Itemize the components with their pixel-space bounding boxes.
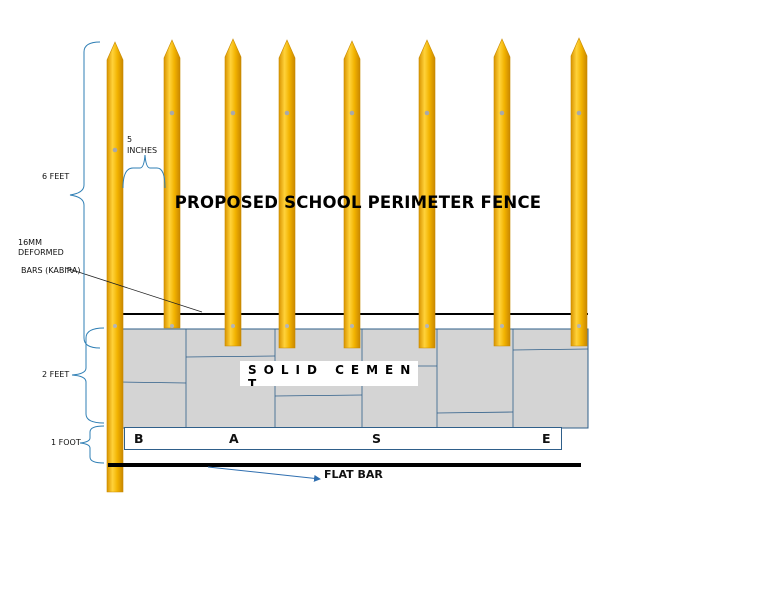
base-letter-b: B [134,431,144,446]
bar-bolt-2 [169,110,175,116]
diagram-title: PROPOSED SCHOOL PERIMETER FENCE [174,193,542,212]
six-feet-label: 6 FEET [42,172,70,181]
fence-bars [106,37,588,493]
fence-bar-8 [570,37,588,347]
bar-rail-bolt-8 [577,324,581,328]
base-letter-e: E [542,431,551,446]
bar-rail-bolt-4 [285,324,289,328]
bars-leader-line [65,267,203,313]
bar-rail-bolt-6 [425,324,429,328]
brace-six-feet [69,41,101,349]
block-joints [119,329,589,428]
bars-label-line2: DEFORMED [18,248,64,257]
fence-bar-4 [278,39,296,349]
bar-rail-bolt-2 [170,324,174,328]
fence-bar-2 [163,39,181,329]
brace-two-feet [71,327,105,424]
solid-cement-label: SOLID CEMENT [248,363,418,386]
bar-bolt-6 [424,110,430,116]
bars-label-line3: BARS (KABIRA) [21,266,81,275]
flat-bar-label: FLAT BAR [324,468,383,481]
fence-bar-5 [343,40,361,349]
bar-rail-bolt-7 [500,324,504,328]
solid-cement-box: SOLID CEMENT [240,361,418,386]
bar-bolt-5 [349,110,355,116]
bar-bolt-8 [576,110,582,116]
brace-one-foot [79,425,105,464]
bar-bolt-1 [112,147,118,153]
bar-rail-bolt-3 [231,324,235,328]
one-foot-label: 1 FOOT [51,438,81,447]
base-letter-s: S [372,431,382,446]
five-label: 5 [127,135,133,144]
bars-label-line1: 16MM [18,238,42,247]
bar-bolt-3 [230,110,236,116]
fence-bar-7 [493,38,511,347]
bar-bolt-7 [499,110,505,116]
bar-bolt-4 [284,110,290,116]
flatbar-arrow [207,466,321,482]
inches-label: INCHES [127,146,158,155]
brace-five-inches [122,154,166,189]
base-strip: B A S E [124,427,562,450]
bar-rail-bolt-1 [113,324,117,328]
fence-bar-3 [224,38,242,347]
base-letter-a: A [229,431,239,446]
two-feet-label: 2 FEET [42,370,70,379]
fence-bar-1 [106,41,124,493]
fence-bar-6 [418,39,436,349]
bar-rail-bolt-5 [350,324,354,328]
